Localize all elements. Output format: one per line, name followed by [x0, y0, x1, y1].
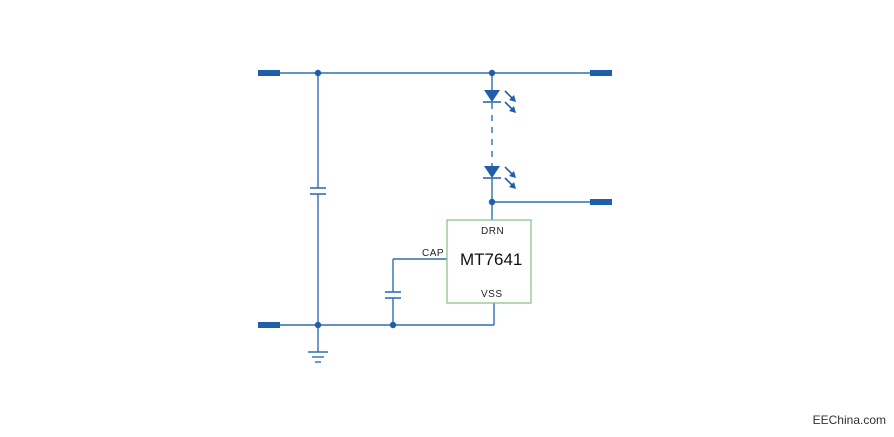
led-top-icon — [483, 90, 516, 113]
led-bottom-icon — [483, 166, 516, 189]
terminal-top-left — [258, 70, 280, 76]
ic-block — [446, 219, 532, 304]
junction-dot-bottom-left — [314, 321, 322, 329]
pin-label-drn: DRN — [481, 226, 504, 237]
junction-dot-top-left — [314, 69, 322, 77]
terminal-top-right — [590, 70, 612, 76]
terminal-mid-right — [590, 199, 612, 205]
junction-dot-output — [488, 198, 496, 206]
pin-label-cap: CAP — [422, 248, 444, 259]
watermark-text: EEChina.com — [812, 413, 886, 427]
ground-symbol — [308, 351, 328, 363]
junction-dot-top-led — [488, 69, 496, 77]
ic-name: MT7641 — [460, 250, 522, 269]
pin-label-vss: VSS — [481, 289, 503, 300]
terminal-bottom-left — [258, 322, 280, 328]
junction-dot-bottom-cap — [389, 321, 397, 329]
